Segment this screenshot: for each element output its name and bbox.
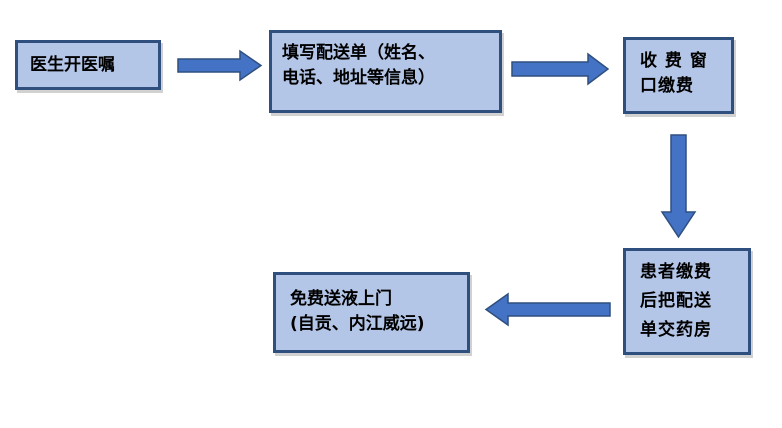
arrow-left-icon [484, 292, 611, 327]
step-free-home-delivery: 免费送液上门 (自贡、内江威远) [273, 272, 470, 353]
step-submit-to-pharmacy: 患者缴费 后把配送 单交药房 [623, 248, 751, 355]
step-pay-at-window: 收 费 窗 口缴费 [623, 37, 734, 114]
arrow-down-icon [660, 134, 697, 239]
arrow-right-icon [177, 49, 263, 82]
step-doctor-order: 医生开医嘱 [15, 40, 161, 90]
step-fill-delivery-form: 填写配送单（姓名、 电话、地址等信息） [269, 30, 502, 113]
arrow-right-icon [511, 52, 610, 86]
